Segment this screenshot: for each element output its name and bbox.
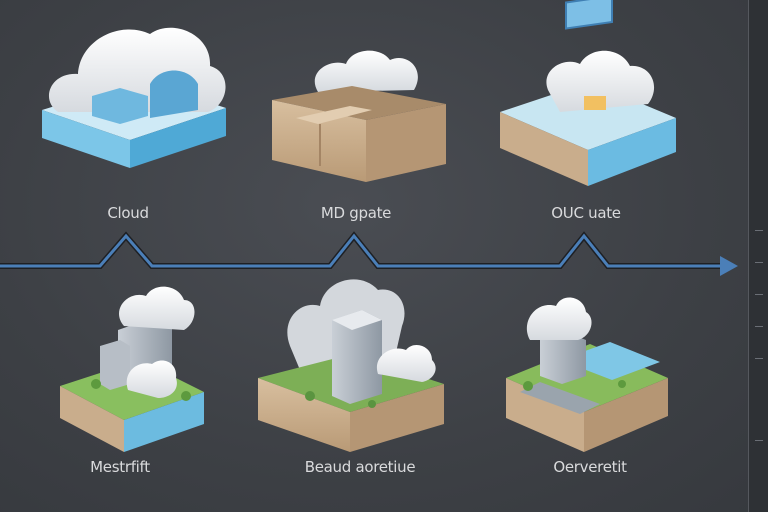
top-label-1: Cloud <box>107 204 149 222</box>
panel-tick <box>755 326 763 327</box>
timeline-arrow <box>0 231 738 276</box>
cloud-tray-icon <box>500 0 676 186</box>
bottom-label-3: Oerveretit <box>553 458 627 476</box>
panel-tick <box>755 230 763 231</box>
panel-tick <box>755 294 763 295</box>
side-panel <box>748 0 768 512</box>
panel-tick <box>755 358 763 359</box>
landscape-block-icon <box>506 297 668 452</box>
bottom-label-2: Beaud aoretiue <box>304 458 416 476</box>
top-label-3: OUC uate <box>551 204 621 222</box>
top-label-2: MD gpate <box>320 204 392 222</box>
box-cloud-icon <box>272 50 446 182</box>
building-box-icon <box>258 279 444 452</box>
panel-tick <box>755 440 763 441</box>
bottom-label-1: Mestrfift <box>90 458 150 476</box>
cloud-block-icon <box>42 27 226 168</box>
city-block-icon-1 <box>60 286 204 452</box>
panel-tick <box>755 262 763 263</box>
